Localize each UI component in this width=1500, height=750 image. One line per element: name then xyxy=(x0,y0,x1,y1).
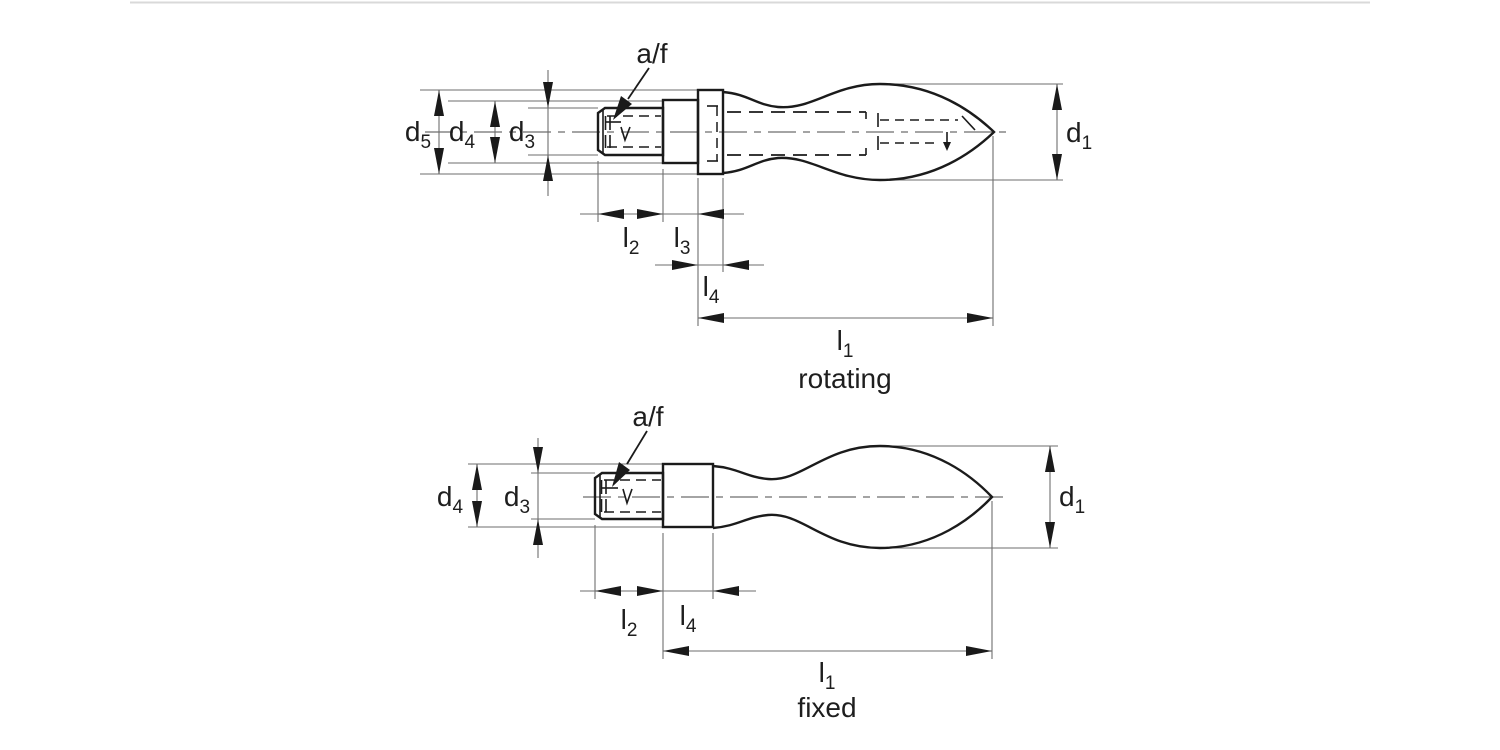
label-d3: d3 xyxy=(509,116,535,153)
rotating-arrowheads xyxy=(434,82,1062,323)
rotating-dimension-lines xyxy=(420,70,1063,326)
rotating-view: a/f d5 d4 d3 d1 l2 l3 l4 l1 rotating xyxy=(405,38,1092,394)
sleeve-flange xyxy=(696,88,725,176)
collar xyxy=(661,462,715,529)
thread-runout-mark xyxy=(620,126,631,143)
label-d1: d1 xyxy=(1066,117,1092,154)
label-d4: d4 xyxy=(437,481,464,518)
label-l4: l4 xyxy=(680,600,697,637)
label-d1: d1 xyxy=(1059,481,1085,518)
handle-body xyxy=(722,82,996,182)
label-d4: d4 xyxy=(449,116,476,153)
fixed-labels: a/f d4 d3 d1 l2 l4 l1 fixed xyxy=(437,401,1085,723)
label-l2: l2 xyxy=(623,222,640,259)
leader-arrow-icon xyxy=(612,462,630,487)
fixed-hidden-lines xyxy=(600,479,661,513)
label-l1: l1 xyxy=(837,325,854,362)
label-d3: d3 xyxy=(504,481,530,518)
af-leader xyxy=(612,430,648,487)
label-d5: d5 xyxy=(405,116,431,153)
label-l2: l2 xyxy=(621,604,638,641)
rotating-hidden-lines xyxy=(604,105,976,162)
caption-fixed: fixed xyxy=(797,692,856,723)
leader-arrow-icon xyxy=(613,96,632,120)
fixed-view: a/f d4 d3 d1 l2 l4 l1 fixed xyxy=(437,401,1085,723)
thread-runout-mark xyxy=(622,488,633,506)
fixed-part-outline xyxy=(593,444,994,550)
internal-screw-detail xyxy=(877,113,976,151)
label-l3: l3 xyxy=(674,222,691,259)
caption-rotating: rotating xyxy=(798,363,891,394)
rotating-part-outline xyxy=(596,82,996,182)
handle-body xyxy=(712,444,994,550)
af-leader xyxy=(613,67,650,120)
fixed-arrowheads xyxy=(472,446,1055,656)
rotating-labels: a/f d5 d4 d3 d1 l2 l3 l4 l1 rotating xyxy=(405,38,1092,394)
fixed-dimension-lines xyxy=(468,438,1058,659)
label-af: a/f xyxy=(636,38,667,69)
label-l1: l1 xyxy=(819,657,836,694)
label-af: a/f xyxy=(632,401,663,432)
label-l4: l4 xyxy=(703,271,720,308)
